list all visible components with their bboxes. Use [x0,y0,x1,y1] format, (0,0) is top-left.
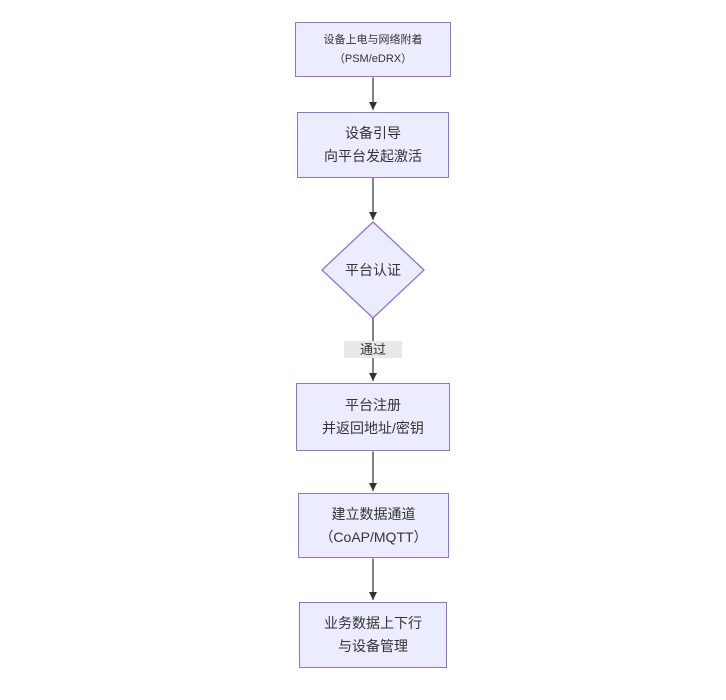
node-line: 并返回地址/密钥 [322,420,424,436]
node-line: 设备引导 [345,125,401,141]
node-line: 建立数据通道 [331,505,416,522]
node-line: 业务数据上下行 [324,615,422,631]
node-platform-register: 平台注册 并返回地址/密钥 [296,383,450,451]
node-line: 与设备管理 [338,638,408,654]
node-business-data: 业务数据上下行 与设备管理 [299,602,447,668]
node-line: 向平台发起激活 [324,148,422,164]
node-data-channel: 建立数据通道 （CoAP/MQTT） [298,493,449,558]
node-line: 设备上电与网络附着 [323,33,423,46]
node-line: （PSM/eDRX） [333,52,413,65]
node-platform-auth-label: 平台认证 [345,262,401,278]
node-device-boot: 设备引导 向平台发起激活 [297,112,449,178]
node-line: 平台注册 [345,397,401,413]
node-line: （CoAP/MQTT） [319,528,428,545]
edge-label-pass: 通过 [344,341,402,358]
node-power-attach: 设备上电与网络附着 （PSM/eDRX） [295,22,451,77]
